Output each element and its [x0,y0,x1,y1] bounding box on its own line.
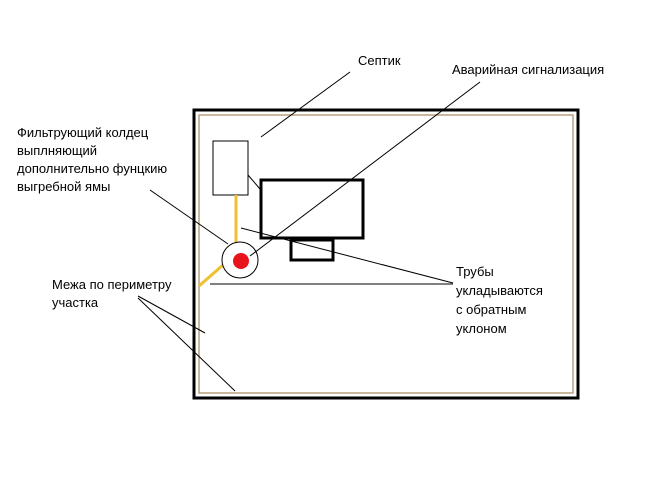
pipes-label-line: Трубы [456,264,494,279]
filter-well-pointer [149,189,229,245]
pipes-label: Трубы укладываются с обратным уклоном [456,262,543,338]
house-porch [289,238,335,262]
boundary-pointer-2 [137,297,236,392]
boundary-label: Межа по периметру участка [52,276,172,312]
septic-pointer [260,71,351,138]
septic-label: Септик [358,53,401,68]
filter-well-label-line: выгребной ямы [17,179,111,194]
pipes-pointer-1 [240,227,454,284]
pipe-well-outlet [198,263,224,288]
boundary-label-line: участка [52,295,99,310]
pipes-label-line: укладываются [456,283,543,298]
plot-outline [192,108,580,400]
filter-well-label-line: дополнительно фунцкию [17,161,168,176]
alarm-label: Аварийная сигнализация [452,62,605,77]
septic-house-link [247,174,261,190]
filter-well-label-line: Фильтрующий колдец [17,125,149,140]
pipes-label-line: уклоном [456,321,507,336]
boundary-perimeter [198,114,574,394]
filter-well-label-line: выплняющий [17,143,98,158]
boundary-pointer-1 [137,295,206,334]
alarm-dot [233,253,249,269]
alarm-pointer [249,81,481,257]
pipes-label-line: с обратным [456,302,527,317]
house [259,178,365,240]
filter-well-label: Фильтрующий колдец выплняющий дополнител… [17,124,167,196]
boundary-label-line: Межа по периметру [52,277,172,292]
septic-tank [212,140,249,196]
